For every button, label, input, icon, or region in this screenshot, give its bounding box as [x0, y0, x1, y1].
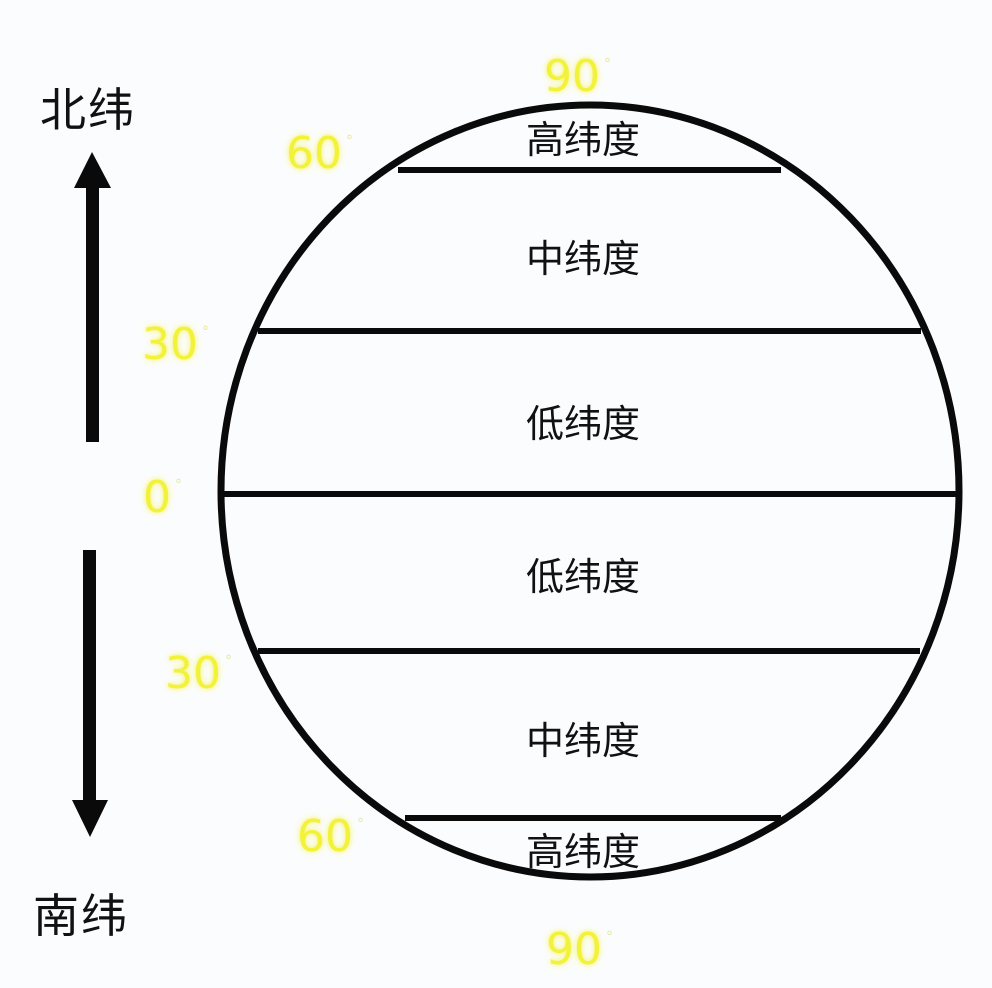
degree-label-s90: 90° [546, 924, 613, 975]
globe-outline [217, 101, 963, 881]
degree-label-n90: 90° [544, 51, 611, 102]
degree-label-n30: 30° [142, 319, 209, 370]
south-arrow-icon [72, 550, 108, 837]
zone-label-north-high: 高纬度 [525, 118, 641, 162]
zone-label-south-low: 低纬度 [525, 555, 641, 599]
degree-label-s30: 30° [165, 648, 232, 699]
zone-label-north-mid: 中纬度 [525, 237, 641, 281]
zone-label-south-mid: 中纬度 [525, 719, 641, 763]
degree-label-equator: 0° [143, 472, 182, 523]
north-arrow-icon [74, 152, 111, 442]
zone-label-north-low: 低纬度 [525, 402, 641, 446]
zone-label-south-high: 高纬度 [525, 830, 641, 874]
north-latitude-label: 北纬 [40, 83, 136, 137]
degree-label-s60: 60° [297, 811, 364, 862]
south-latitude-label: 南纬 [33, 889, 129, 943]
degree-label-n60: 60° [286, 128, 353, 179]
